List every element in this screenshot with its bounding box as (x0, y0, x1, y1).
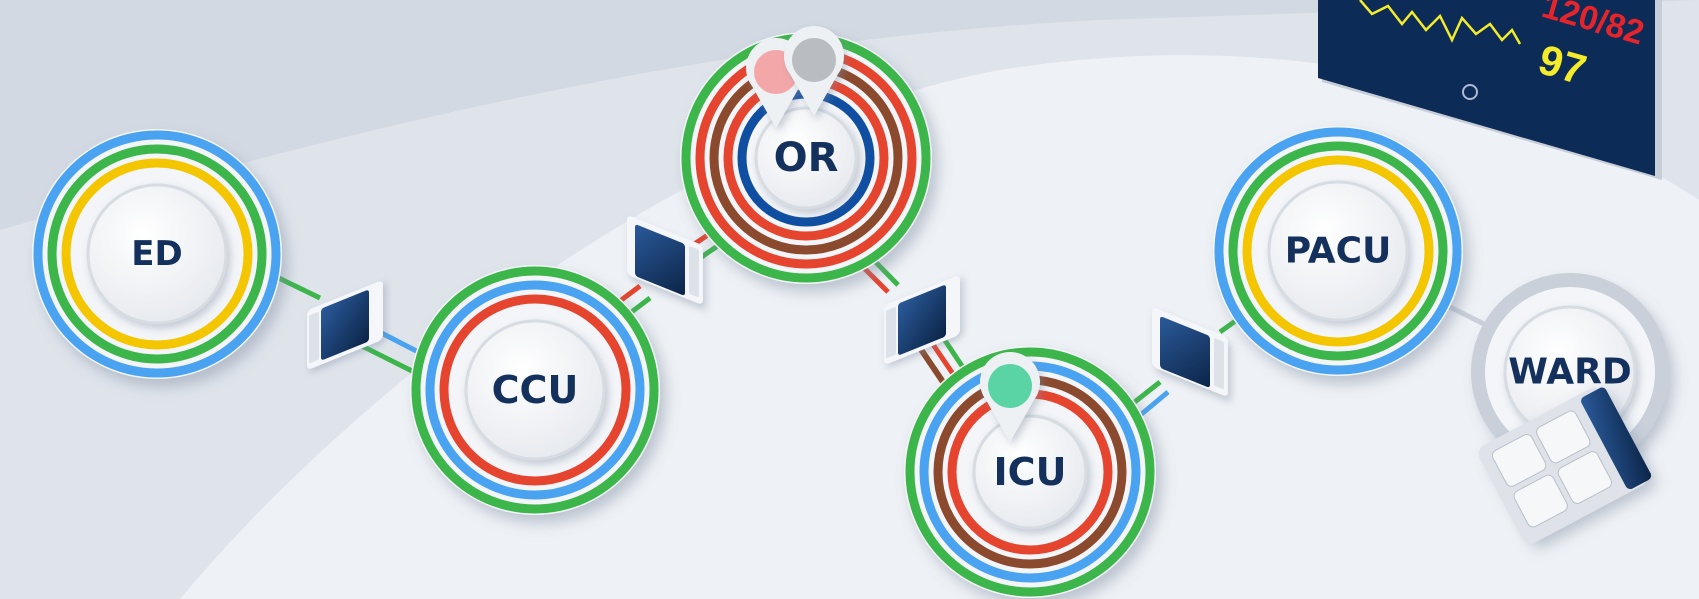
node-label: ED (131, 234, 182, 274)
node-ed: ED (32, 129, 282, 379)
node-hub (1267, 180, 1409, 322)
node-ring (411, 266, 659, 514)
patient-monitor: 120/82 97 (1318, 0, 1662, 180)
node-ring (61, 158, 253, 350)
node-label: CCU (492, 368, 579, 412)
node-ring (1228, 141, 1448, 361)
monitor-screen (1318, 0, 1655, 176)
node-ring (1214, 127, 1462, 375)
node-ring (33, 130, 281, 378)
node-ccu: CCU (410, 265, 660, 515)
node-ring (905, 347, 1155, 597)
location-pin-icon (784, 26, 844, 117)
node-ring (47, 144, 267, 364)
node-icu: ICU (904, 346, 1156, 598)
bedside-monitor-icon (1152, 308, 1228, 396)
node-label: PACU (1285, 231, 1392, 272)
location-pin-icon (980, 352, 1040, 442)
node-hub (754, 106, 858, 210)
bedside-monitor-icon (307, 281, 383, 369)
node-label: ICU (994, 450, 1067, 494)
monitor-trace (1359, 0, 1522, 45)
node-hub (86, 183, 228, 325)
node-pacu: PACU (1213, 126, 1463, 376)
node-hub (464, 319, 606, 461)
tablet-device (1478, 387, 1652, 544)
node-label: WARD (1508, 352, 1632, 393)
node-ring (1242, 155, 1434, 347)
node-ring (439, 294, 631, 486)
node-label: OR (774, 135, 839, 181)
monitor-logo-icon (1462, 84, 1478, 100)
care-unit-nodes: ED CCU OR ICU PACU WARD (32, 26, 1669, 598)
bedside-devices (307, 216, 1228, 396)
node-ring (425, 280, 645, 500)
node-or: OR (680, 26, 932, 284)
node-hub (972, 414, 1088, 530)
bedside-monitor-icon (884, 276, 960, 364)
bedside-monitor-icon (627, 216, 703, 304)
